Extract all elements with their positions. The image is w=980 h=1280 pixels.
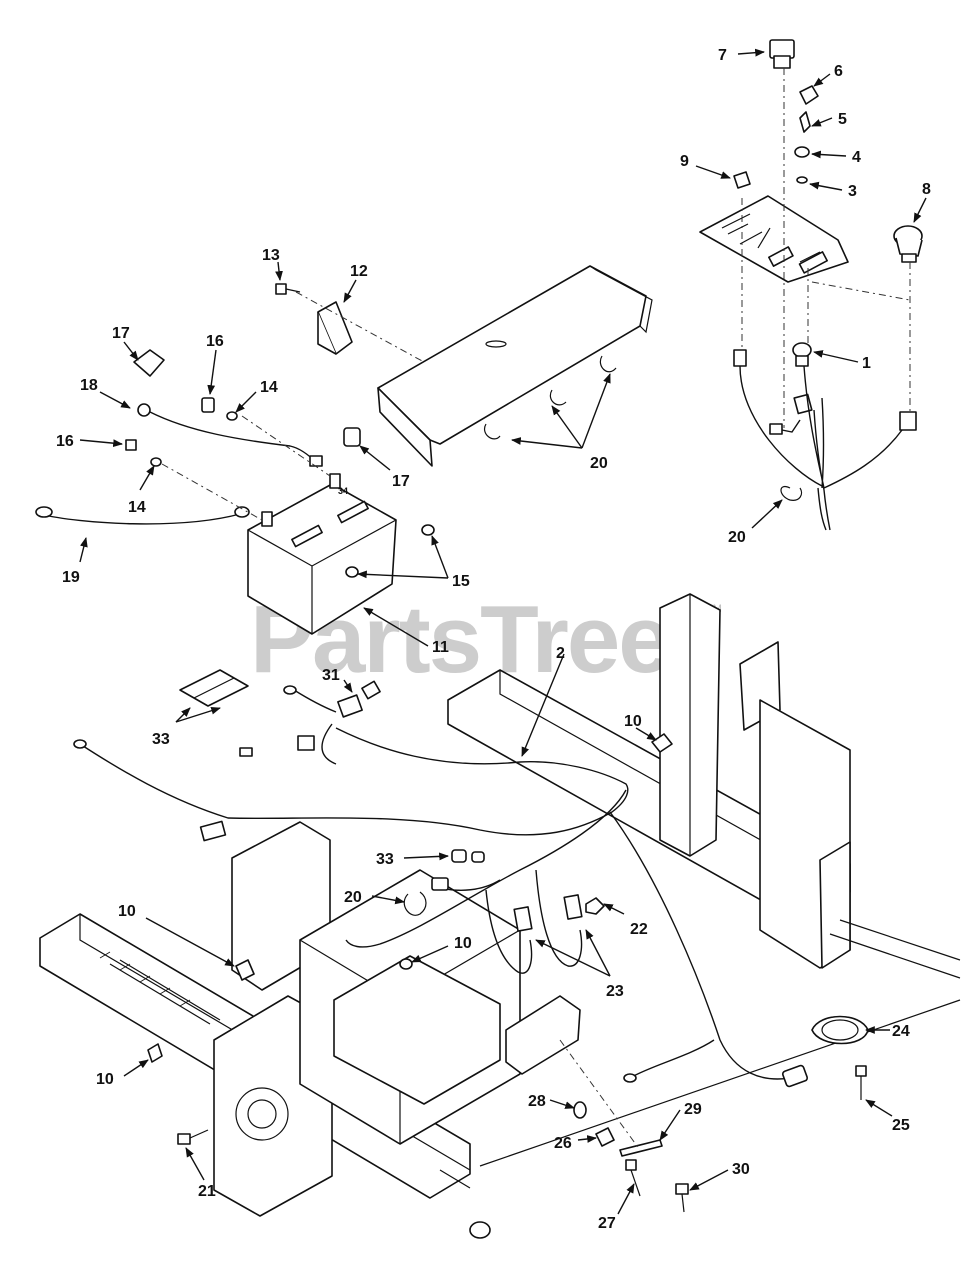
callout-20: 20	[344, 889, 362, 906]
callout-15: 15	[452, 573, 470, 590]
dash-panel-plate	[699, 195, 849, 283]
callout-33: 33	[152, 731, 170, 748]
callout-23: 23	[606, 983, 624, 1000]
callout-11: 11	[432, 639, 449, 656]
dash-harness	[733, 68, 917, 531]
battery-cables	[35, 349, 435, 578]
callout-31: 31	[322, 667, 340, 684]
callout-6: 6	[834, 63, 843, 80]
callout-14: 14	[128, 499, 146, 516]
callout-leaders	[79, 48, 927, 1215]
wire-tie-right	[780, 486, 803, 501]
callout-2: 2	[556, 645, 565, 662]
callout-17: 17	[112, 325, 130, 342]
callout-13: 13	[262, 247, 280, 264]
callout-24: 24	[892, 1023, 910, 1040]
main-wire-harness	[73, 680, 809, 1088]
callout-25: 25	[892, 1117, 910, 1134]
stop-bumper-17b	[343, 427, 361, 447]
callout-16: 16	[206, 333, 224, 350]
callout-20: 20	[590, 455, 608, 472]
callout-27: 27	[598, 1215, 616, 1232]
callout-5: 5	[838, 111, 847, 128]
callout-17: 17	[392, 473, 410, 490]
callout-19: 19	[62, 569, 80, 586]
callout-22: 22	[630, 921, 648, 938]
callout-9: 9	[680, 153, 689, 170]
callout-26: 26	[554, 1135, 572, 1152]
switch-connector	[794, 85, 819, 184]
callout-labels: 7 6 5 4 9 3 8 13 12 1 17 16 18 14 16 14 …	[56, 47, 931, 1232]
tractor-frame	[39, 593, 961, 1239]
callout-12: 12	[350, 263, 368, 280]
switch-cap	[733, 171, 751, 189]
callout-14: 14	[260, 379, 278, 396]
callout-10: 10	[454, 935, 472, 952]
bolt-13	[275, 283, 301, 295]
battery-terminal-label: 34	[338, 486, 348, 496]
callout-18: 18	[80, 377, 98, 394]
callout-10: 10	[96, 1071, 114, 1088]
bracket-12	[317, 301, 353, 355]
callout-1: 1	[862, 355, 871, 372]
ignition-key-switch	[769, 39, 795, 69]
callout-30: 30	[732, 1161, 750, 1178]
callout-8: 8	[922, 181, 931, 198]
callout-4: 4	[852, 149, 861, 166]
console-panel	[377, 265, 653, 467]
callout-7: 7	[718, 47, 727, 64]
battery: 34	[247, 473, 397, 635]
callout-28: 28	[528, 1093, 546, 1110]
callout-10: 10	[118, 903, 136, 920]
callout-33: 33	[376, 851, 394, 868]
callout-3: 3	[848, 183, 857, 200]
pto-switch	[893, 225, 923, 263]
callout-29: 29	[684, 1101, 702, 1118]
small-hardware	[147, 733, 869, 1213]
floor-pads-33	[179, 669, 249, 707]
callout-10: 10	[624, 713, 642, 730]
callout-21: 21	[198, 1183, 216, 1200]
callout-20: 20	[728, 529, 746, 546]
callout-16: 16	[56, 433, 74, 450]
